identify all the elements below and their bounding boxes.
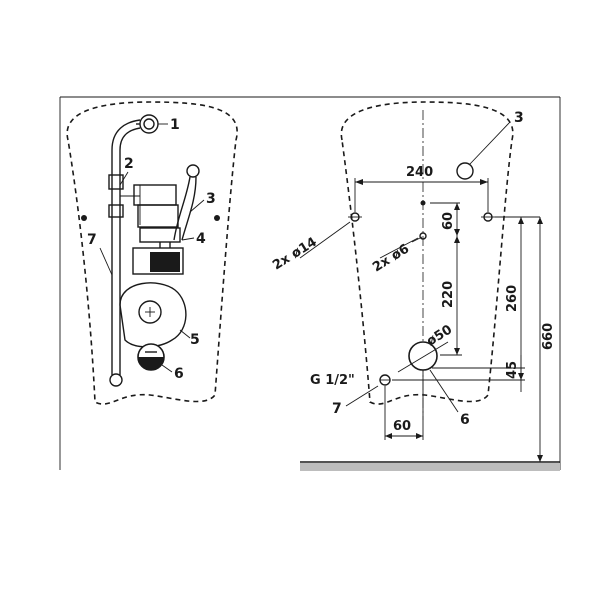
dim-60-vertical [430, 202, 460, 236]
dim-220-label: 220 [441, 281, 456, 308]
callout-1: 1 [170, 117, 180, 133]
dim-60-vertical-label: 60 [441, 212, 456, 230]
supply-pipe [108, 119, 141, 387]
valve-bracket [120, 184, 181, 243]
callout-4: 4 [196, 231, 206, 247]
dim-60-horizontal-label: 60 [393, 419, 411, 434]
dim-660-label: 660 [541, 323, 556, 350]
left-leaders [99, 123, 205, 373]
callout-6: 6 [174, 366, 184, 382]
right-callout-7: 7 [332, 401, 342, 417]
dim-240-label: 240 [406, 165, 433, 180]
drawing-frame [59, 96, 561, 470]
callout-7: 7 [87, 232, 97, 248]
holes-14 [348, 212, 495, 222]
left-view: 1 2 3 4 5 6 7 [66, 101, 238, 405]
callout-2: 2 [124, 156, 134, 172]
dim-260-label: 260 [505, 285, 520, 312]
inlet-g12 [379, 374, 391, 386]
mount-hole-right [214, 215, 220, 221]
holes-6-label: 2x ø6 [370, 242, 412, 276]
dim-660 [537, 217, 543, 462]
right-tank-outline [340, 101, 514, 405]
thread-label: G 1/2" [310, 373, 355, 388]
outlet-50 [397, 341, 449, 373]
callout-5: 5 [190, 332, 200, 348]
dim-50-label: ø50 [424, 322, 455, 349]
battery-cap [137, 343, 165, 371]
dim-45-label: 45 [505, 361, 520, 379]
dim-260 [495, 216, 540, 380]
sensor-window [456, 162, 474, 180]
dim-60-horizontal [384, 370, 424, 440]
left-tank-outline [66, 101, 238, 405]
floor-line [300, 461, 560, 471]
control-box [119, 282, 187, 348]
solenoid-module [132, 242, 184, 275]
holes-14-label: 2x ø14 [270, 235, 319, 274]
mount-hole-left [81, 215, 87, 221]
dim-45 [392, 355, 525, 392]
sensor-cable [173, 164, 200, 241]
dim-240 [354, 178, 489, 212]
hole-6 [411, 200, 427, 243]
right-callout-3: 3 [514, 110, 524, 126]
right-view: 240 60 220 260 [270, 101, 560, 471]
spray-head [136, 114, 159, 134]
right-callout-6: 6 [460, 412, 470, 428]
callout-3: 3 [206, 191, 216, 207]
dim-220 [440, 236, 462, 356]
